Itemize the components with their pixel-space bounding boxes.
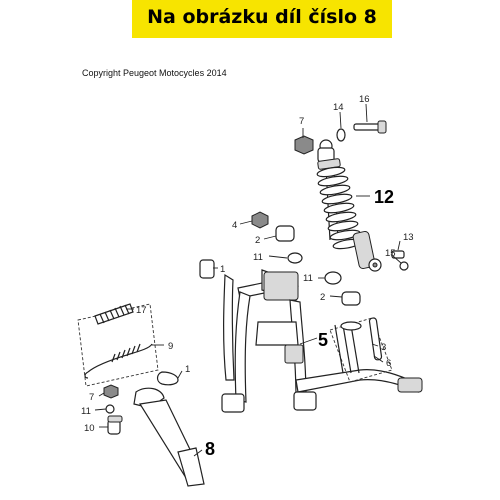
- washer-11-mid: [324, 271, 342, 285]
- callout-1-top: 1: [220, 264, 225, 275]
- callout-16: 16: [359, 94, 370, 105]
- spring-9: [84, 343, 153, 379]
- callout-4: 4: [232, 220, 237, 231]
- callout-2-mid: 2: [320, 292, 325, 303]
- callout-13: 13: [403, 232, 414, 243]
- copyright-notice: Copyright Peugeot Motocycles 2014: [82, 68, 227, 78]
- washer-14: [336, 128, 346, 142]
- shock-hardware: [199, 120, 409, 306]
- bushing-2-mid: [341, 291, 361, 306]
- nut-4: [251, 211, 269, 229]
- callout-11-top: 11: [253, 252, 263, 263]
- spring-17: [94, 303, 134, 325]
- callout-10: 10: [84, 423, 95, 434]
- bushing-1-low: [156, 371, 179, 386]
- bushing-1-top: [199, 259, 215, 279]
- nut-7-low: [103, 384, 119, 399]
- callout-8: 8: [205, 439, 215, 459]
- pin-3: [368, 317, 383, 361]
- callout-9: 9: [168, 341, 173, 352]
- callouts: 7 14 16 12 4 2 11 13 15 11 2 1 5 3 6 17 …: [81, 94, 414, 459]
- callout-1-low: 1: [185, 364, 190, 375]
- stand-spring-group: [329, 317, 393, 383]
- washer-15: [399, 261, 409, 271]
- callout-12: 12: [374, 187, 394, 207]
- callout-11-mid: 11: [303, 273, 313, 284]
- callout-15: 15: [385, 248, 396, 259]
- callout-3: 3: [381, 342, 386, 353]
- callout-2-top: 2: [255, 235, 260, 246]
- bushing-2-top: [275, 225, 295, 242]
- washer-11-top: [287, 252, 303, 264]
- washer-11-low: [105, 404, 115, 414]
- bolt-16: [353, 123, 381, 131]
- banner-title: Na obrázku díl číslo 8: [147, 6, 377, 28]
- callout-11-low: 11: [81, 406, 91, 417]
- callout-17: 17: [136, 305, 147, 316]
- shock-spring: [316, 166, 362, 250]
- callout-7-top: 7: [299, 116, 304, 127]
- shock-absorber: [316, 139, 382, 272]
- side-stand: [103, 371, 205, 487]
- nut-7-top: [294, 135, 314, 155]
- bolt-13: [391, 250, 405, 259]
- callout-14: 14: [333, 102, 344, 113]
- leader-lines: [94, 103, 402, 457]
- callout-7-low: 7: [89, 392, 94, 403]
- side-stand-spring-group: [77, 303, 159, 387]
- callout-5: 5: [318, 330, 328, 350]
- main-stand: [221, 269, 423, 413]
- callout-6: 6: [386, 358, 391, 369]
- title-banner: Na obrázku díl číslo 8: [132, 0, 392, 38]
